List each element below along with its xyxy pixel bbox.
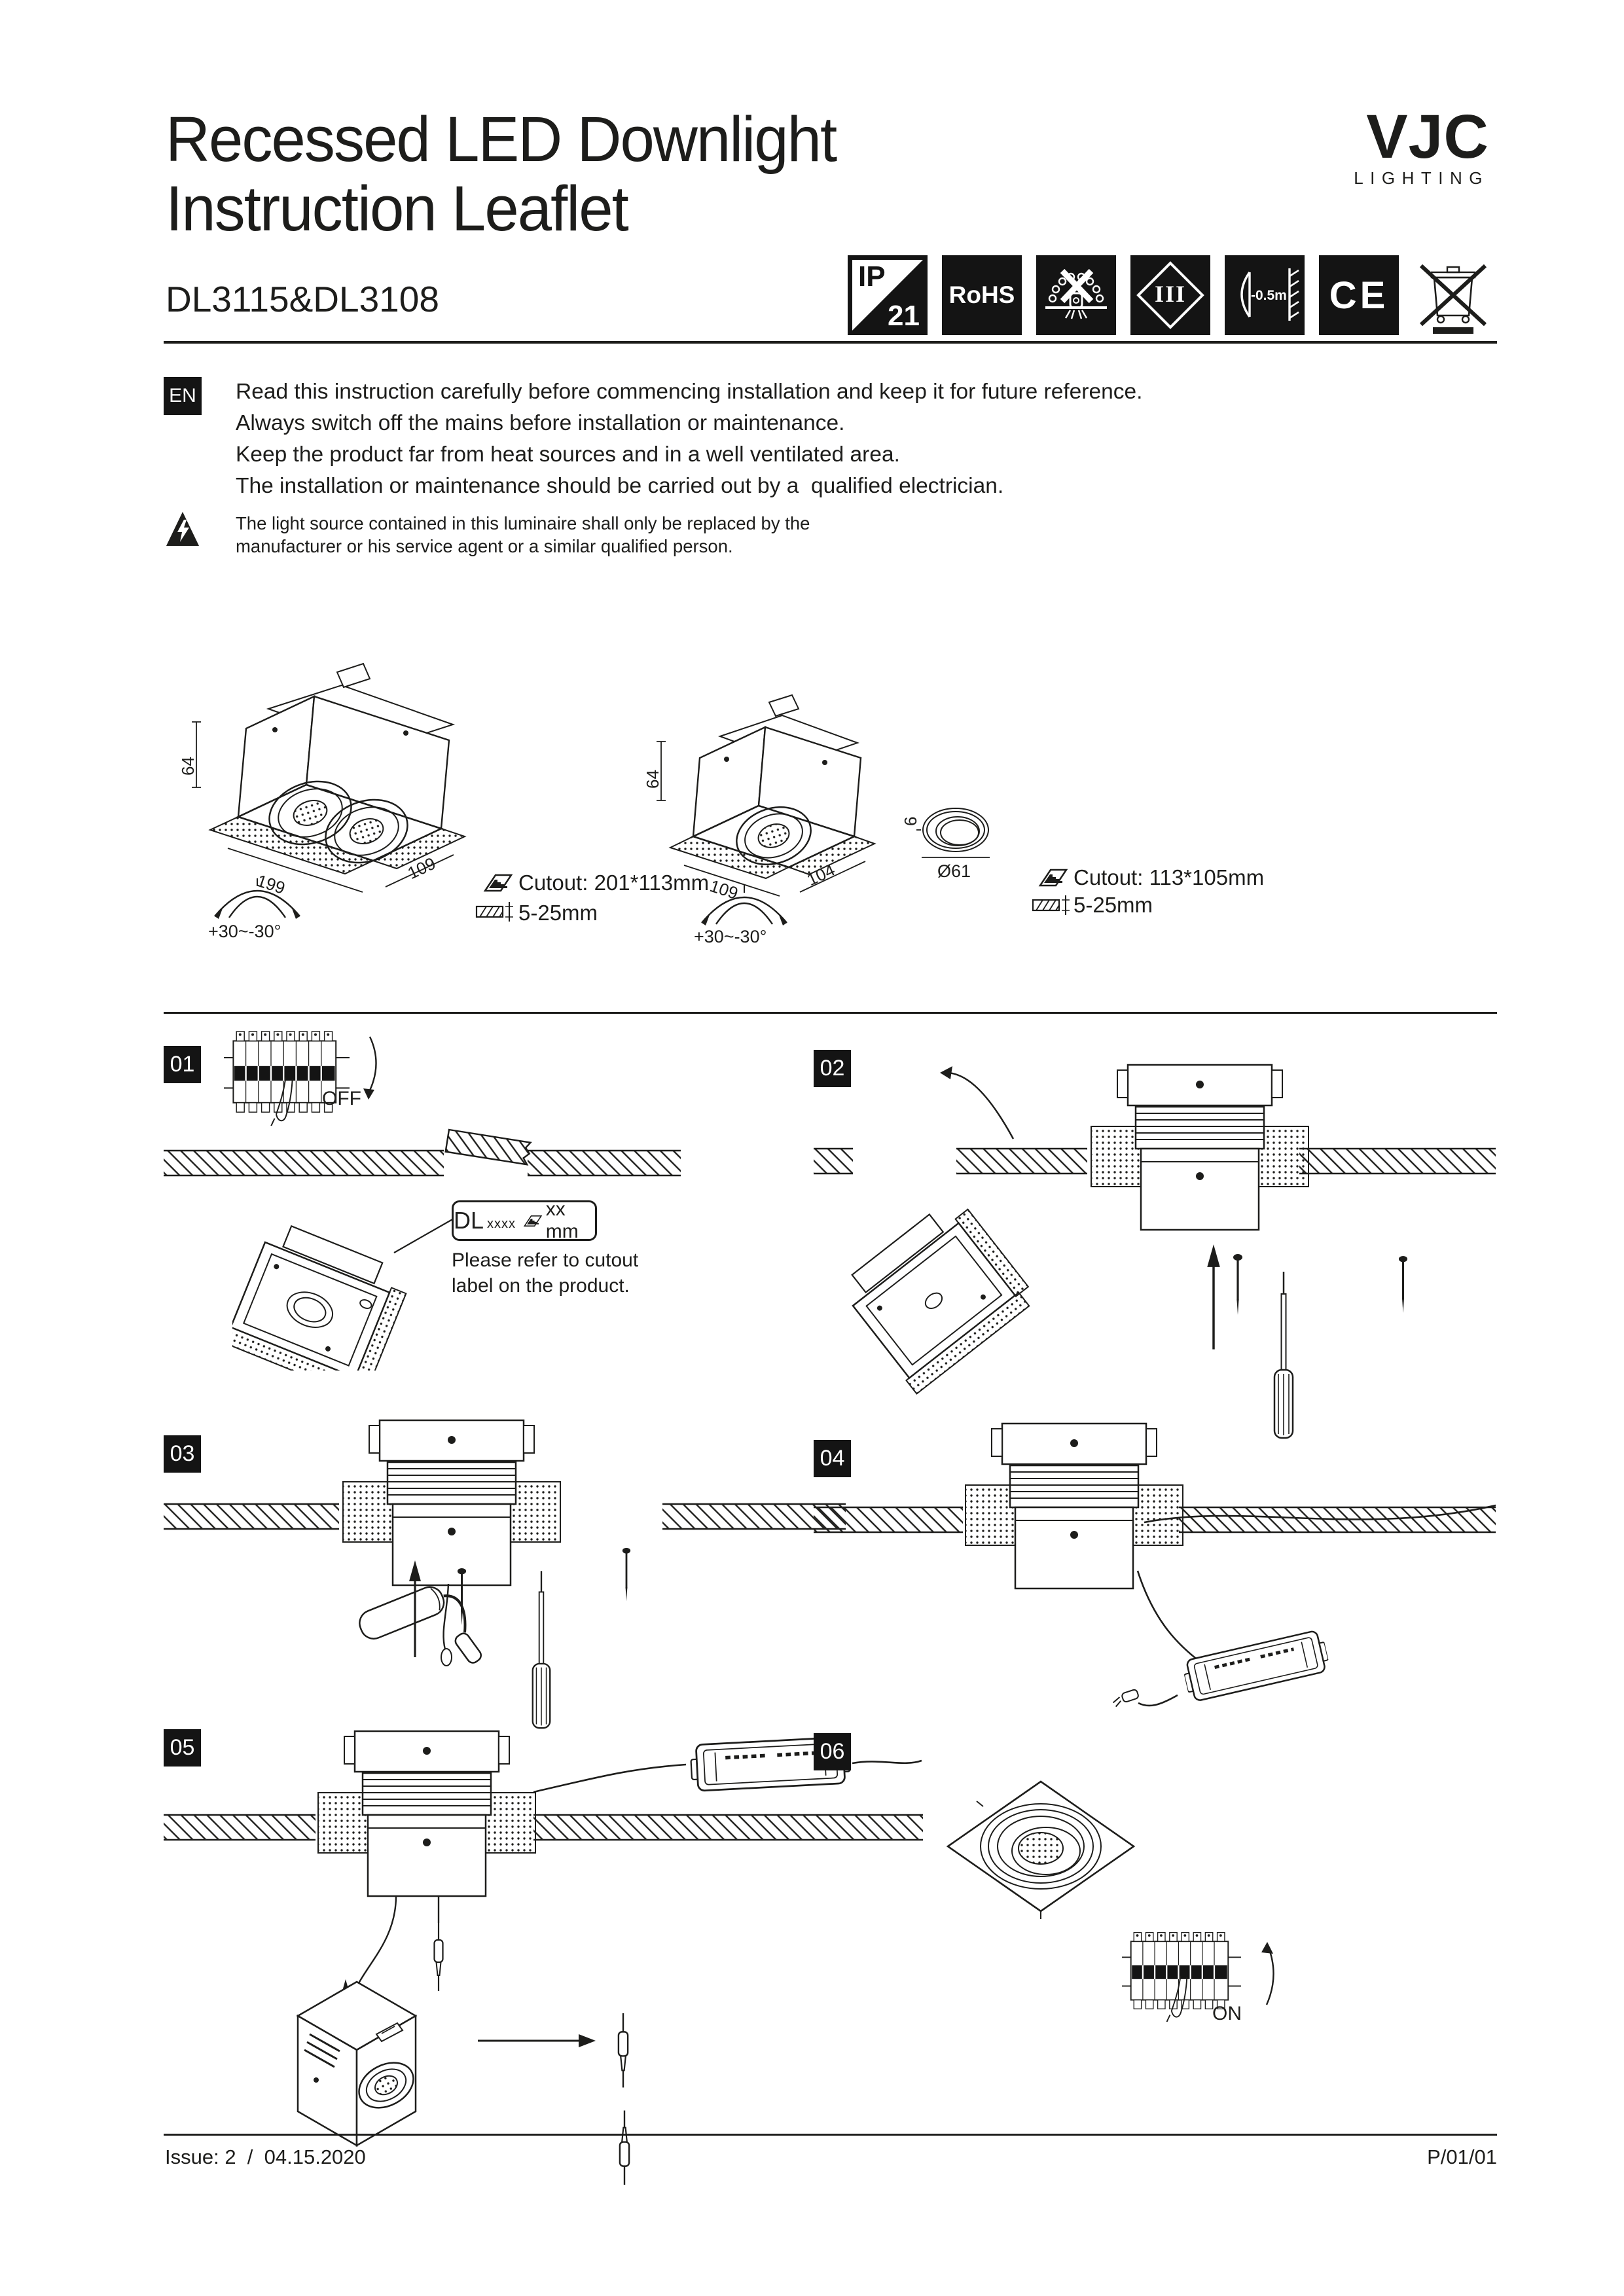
logo-subtitle: LIGHTING [1354, 168, 1489, 188]
section-divider [164, 1012, 1497, 1014]
no-cover-insulation-badge [1036, 255, 1116, 335]
tilt-range-left: +30~-30° [208, 922, 281, 941]
warning-line: manufacturer or his service agent or a s… [236, 536, 733, 556]
brand-logo: VJC LIGHTING [1319, 102, 1489, 188]
electric-warning-icon [166, 512, 199, 546]
header-divider [164, 341, 1497, 344]
ceiling-thickness-icon-left [475, 901, 516, 923]
step02-insert-housing-drawing [814, 1064, 1496, 1439]
label-xxxx: xxxx [487, 1216, 516, 1231]
on-label: ON [1212, 2003, 1242, 2024]
footer-divider [164, 2134, 1497, 2136]
min-distance-label: -0.5m [1251, 288, 1287, 303]
footer-page-number: P/01/01 [1427, 2145, 1497, 2168]
model-number: DL3115&DL3108 [166, 279, 439, 319]
cutout-icon-left [477, 873, 513, 893]
step-01-badge: 01 [164, 1046, 201, 1083]
no-cover-lamp-icon [1045, 268, 1107, 319]
trim-diameter-label: Ø61 [937, 861, 971, 881]
footer-issue: Issue: 2 / 04.15.2020 [165, 2145, 366, 2168]
trim-ring-drawing [916, 808, 990, 858]
ceiling-thickness-left: 5-25mm [518, 901, 598, 925]
language-badge: EN [164, 377, 202, 415]
step01-note: Please refer to cutout label on the prod… [452, 1249, 639, 1297]
dim-height-right: 64 [643, 770, 662, 789]
label-xxmm: xx mm [545, 1198, 579, 1242]
fixture-drawing-two-lamp [192, 662, 467, 893]
page-title: Recessed LED Downlight Instruction Leafl… [166, 103, 837, 244]
off-label: OFF [322, 1088, 361, 1109]
ceiling-thickness-icon-right [1032, 894, 1072, 916]
class-iii-badge: III [1130, 255, 1210, 335]
title-line-1: Recessed LED Downlight [166, 103, 837, 175]
step-03-badge: 03 [164, 1435, 201, 1473]
instruction-line: Always switch off the mains before insta… [236, 411, 845, 435]
tilt-arc-left-icon [208, 876, 306, 923]
weee-badge [1413, 255, 1493, 335]
cutout-size-left: Cutout: 201*113mm [518, 870, 710, 895]
ce-badge: CE [1319, 255, 1399, 335]
logo-text: VJC [1366, 102, 1489, 171]
ce-label: CE [1329, 274, 1389, 317]
step01-label-leader-line [393, 1215, 459, 1253]
tilt-range-right: +30~-30° [694, 927, 767, 946]
trim-height-label: 6 [901, 816, 920, 826]
fixture-drawing-one-lamp [657, 694, 876, 897]
instruction-line: Keep the product far from heat sources a… [236, 442, 900, 467]
warning-line: The light source contained in this lumin… [236, 513, 810, 533]
ceiling-thickness-right: 5-25mm [1074, 893, 1153, 917]
step06-finished-view-drawing [946, 1780, 1136, 1919]
instruction-line: The installation or maintenance should b… [236, 474, 1004, 498]
step-02-badge: 02 [814, 1050, 851, 1087]
step01-product-drawing [232, 1225, 407, 1371]
cutout-icon-right [1032, 868, 1068, 888]
class-iii-label: III [1154, 281, 1187, 307]
class-iii-diamond-icon [1136, 261, 1204, 329]
step06-breaker-on-drawing [1121, 1931, 1274, 2022]
dim-height-left: 64 [178, 757, 198, 776]
step05-connect-lamp-drawing [164, 1730, 923, 2185]
step-04-badge: 04 [814, 1440, 851, 1477]
instruction-line: Read this instruction carefully before c… [236, 380, 1143, 404]
ip-label: IP [858, 260, 886, 293]
ip-rating: 21 [888, 300, 920, 332]
ip21-badge: IP 21 [848, 255, 928, 335]
rohs-badge: RoHS [942, 255, 1022, 335]
weee-bin-icon [1419, 264, 1487, 334]
min-distance-badge: -0.5m [1225, 255, 1305, 335]
step01-ceiling-cutout-drawing [164, 1128, 681, 1177]
rohs-label: RoHS [948, 281, 1015, 308]
step04-connect-driver-drawing [814, 1422, 1496, 1708]
min-distance-icon [1240, 268, 1299, 321]
step01-breaker-off-drawing [223, 1030, 377, 1126]
step-05-badge: 05 [164, 1729, 201, 1767]
step-06-badge: 06 [814, 1733, 851, 1770]
tilt-arc-right-icon [695, 882, 793, 929]
title-line-2: Instruction Leaflet [166, 173, 629, 244]
label-dl: DL [454, 1207, 484, 1234]
cutout-size-right: Cutout: 113*105mm [1074, 865, 1265, 889]
label-cutout-glyph [519, 1213, 543, 1229]
